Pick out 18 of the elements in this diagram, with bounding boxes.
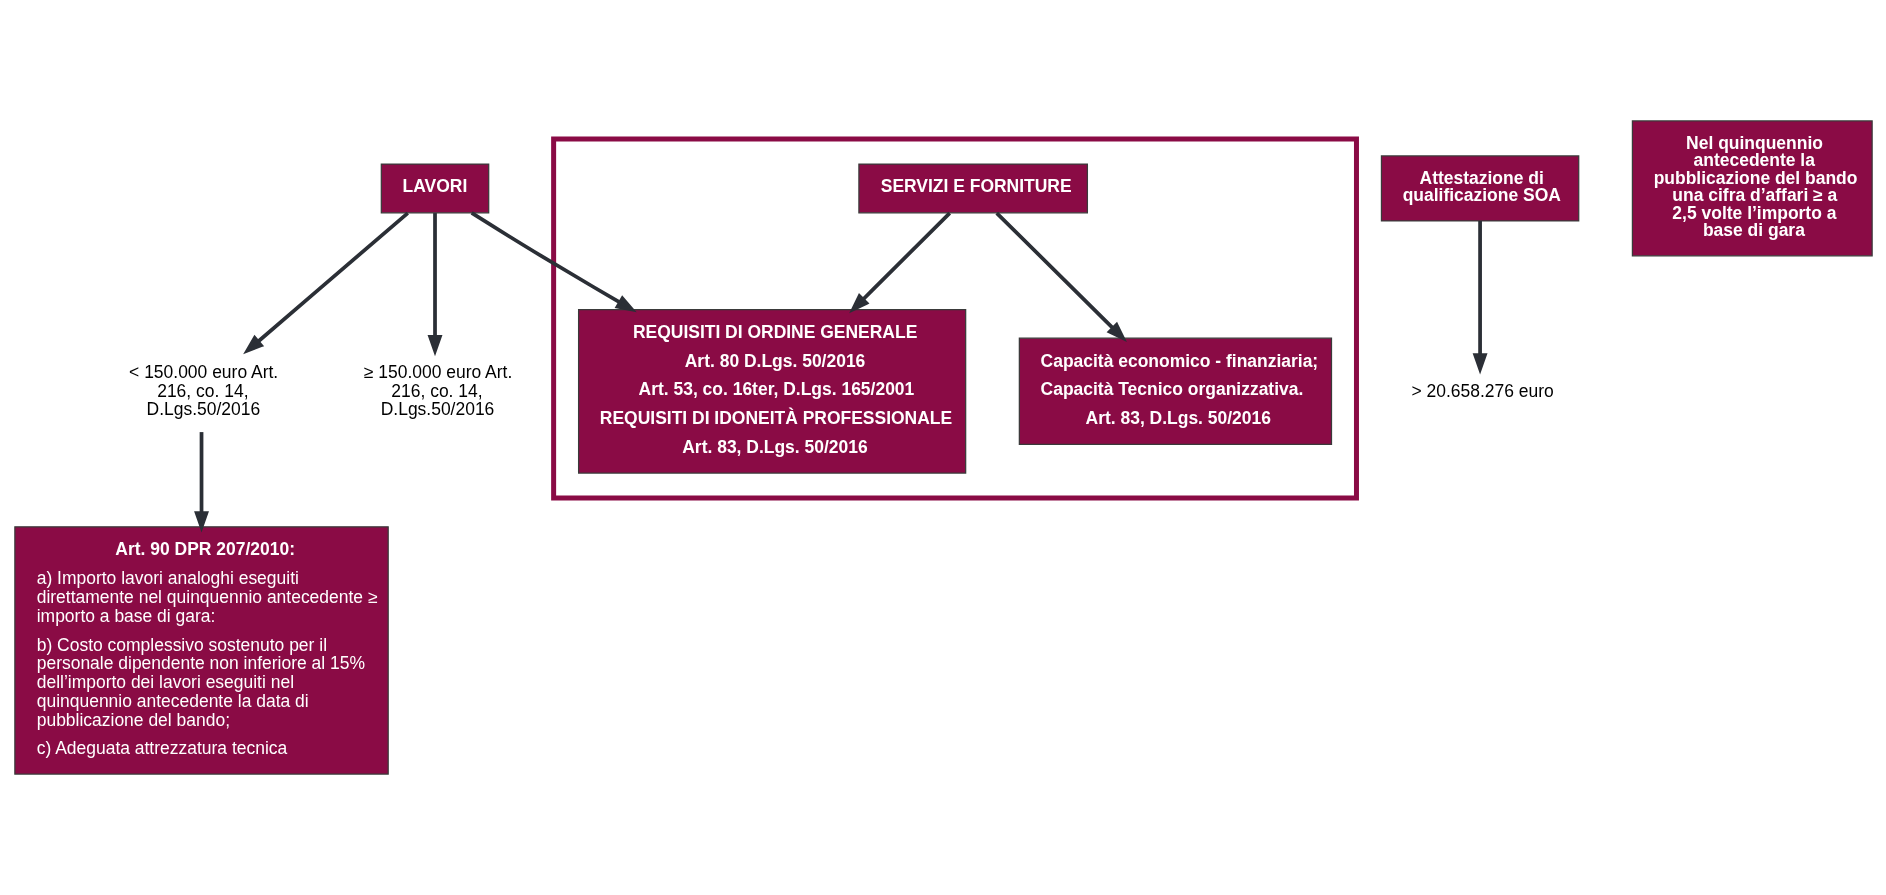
node-text: > 20.658.276 euro (1410, 380, 1554, 401)
node-box: Capacità economico - finanziaria; Capacità Tecnico organizzativa. Art. 83, D.Lgs. 50/2016 (1018, 337, 1332, 445)
arrow (242, 211, 409, 355)
node-box: LAVORI (380, 163, 489, 214)
cluster (550, 136, 1359, 501)
node-text: < 150.000 euro Art. 216, co. 14, D.Lgs.50/2016 (128, 361, 278, 420)
arrow (848, 211, 951, 314)
node-box: Nel quinquennio antecedente la pubblicazione del bando una cifra d’affari ≥ a 2,5 volte l’importo a base di gara (1631, 120, 1873, 257)
node-text: ≥ 150.000 euro Art. 216, co. 14, D.Lgs.50/2016 (363, 361, 512, 420)
arrow (193, 432, 209, 533)
arrow (470, 211, 637, 313)
node-box: REQUISITI DI ORDINE GENERALE Art. 80 D.Lgs. 50/2016 Art. 53, co. 16ter, D.Lgs. 165/2001 REQUISITI DI IDONEITÀ PROFESSIONALE Art. 83, D.Lgs. 50/2016 (577, 308, 966, 474)
node-box: Art. 90 DPR 207/2010: a) Importo lavori analoghi eseguiti direttamente nel quinquennio antecedente ≥ importo a base di gara: b) Costo complessivo sostenuto per il personale dipendente non inferiore al 15% dell’importo dei lavori eseguiti nel quinquennio antecedente la data di pubblicazione del bando; c) Adeguata attrezzatura tecnica (13, 526, 389, 775)
arrow (427, 213, 442, 357)
arrow (1472, 221, 1488, 375)
arrow (994, 211, 1127, 343)
node-box: SERVIZI E FORNITURE (857, 163, 1088, 214)
node-box: Attestazione di qualificazione SOA (1380, 155, 1579, 222)
